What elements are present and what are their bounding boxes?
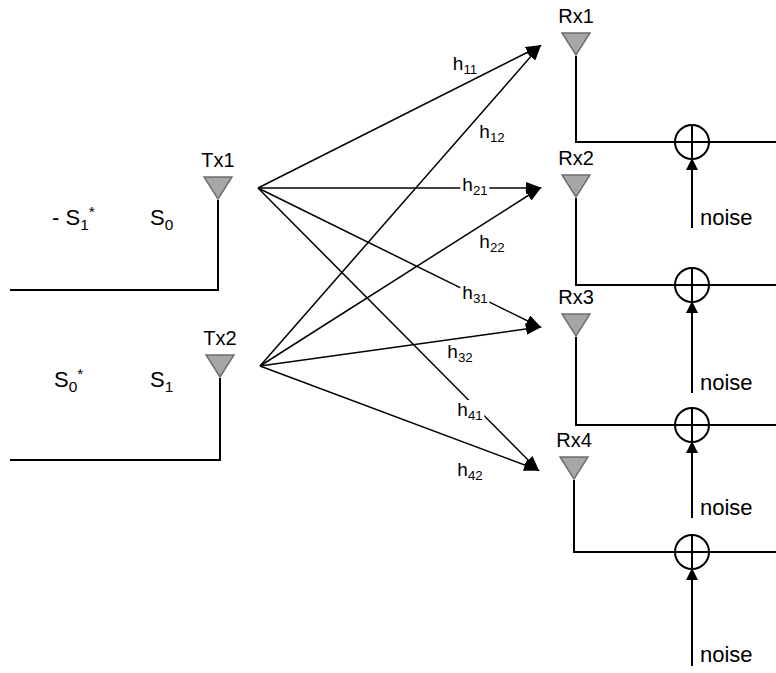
- antenna-label: Rx4: [544, 428, 604, 452]
- channel-coefficient: h31: [460, 283, 489, 303]
- tx-feed: [10, 378, 220, 460]
- channel-path: [258, 188, 538, 470]
- noise-arrow: [691, 570, 693, 666]
- channel-coefficient: h32: [445, 342, 474, 362]
- symbol-label: S0: [150, 206, 173, 230]
- antenna-label: Rx1: [546, 4, 606, 28]
- antenna-symbol: [203, 176, 233, 200]
- antenna-label: Rx3: [546, 285, 606, 309]
- noise-arrow: [691, 303, 693, 393]
- channel-path: [258, 46, 540, 188]
- rx-line: [576, 56, 776, 142]
- antenna: Rx3: [546, 285, 606, 337]
- channel-path: [260, 327, 540, 366]
- adder: [675, 268, 709, 302]
- antenna-symbol: [561, 313, 591, 337]
- rx-line: [576, 337, 776, 425]
- noise-label: noise: [700, 496, 753, 520]
- channel-path: [260, 188, 540, 366]
- channel-coefficient: h11: [451, 54, 479, 74]
- noise-label: noise: [700, 643, 753, 667]
- adder: [675, 408, 709, 442]
- noise-arrow: [691, 443, 693, 518]
- channel-path: [258, 187, 540, 189]
- channel-path: [260, 46, 540, 366]
- plus: [675, 268, 709, 302]
- channel-path: [258, 188, 540, 327]
- symbol-label: - S1*: [52, 206, 95, 230]
- noise-label: noise: [700, 206, 753, 230]
- adder: [675, 535, 709, 569]
- plus: [675, 535, 709, 569]
- antenna-symbol: [205, 354, 235, 378]
- antenna: Tx2: [190, 326, 250, 378]
- antenna: Rx1: [546, 4, 606, 56]
- rx-line: [576, 198, 776, 285]
- rx-line: [574, 480, 776, 552]
- antenna-symbol: [561, 174, 591, 198]
- channel-coefficient: h41: [455, 400, 484, 420]
- plus: [675, 125, 709, 159]
- plus: [675, 408, 709, 442]
- tx-feed: [10, 200, 218, 290]
- antenna-label: Tx2: [190, 326, 250, 350]
- noise-label: noise: [700, 371, 753, 395]
- symbol-label: S0*: [54, 368, 83, 392]
- antenna: Tx1: [188, 148, 248, 200]
- channel-coefficient: h21: [460, 175, 489, 195]
- antenna-label: Rx2: [546, 146, 606, 170]
- channel-coefficient: h12: [477, 122, 506, 142]
- symbol-label: S1: [150, 368, 173, 392]
- channel-coefficient: h22: [477, 232, 506, 252]
- antenna-label: Tx1: [188, 148, 248, 172]
- noise-arrow: [691, 160, 693, 228]
- channel-path: [260, 366, 538, 470]
- channel-coefficient: h42: [455, 460, 484, 480]
- adder: [675, 125, 709, 159]
- antenna: Rx4: [544, 428, 604, 480]
- antenna-symbol: [559, 456, 589, 480]
- antenna-symbol: [561, 32, 591, 56]
- antenna: Rx2: [546, 146, 606, 198]
